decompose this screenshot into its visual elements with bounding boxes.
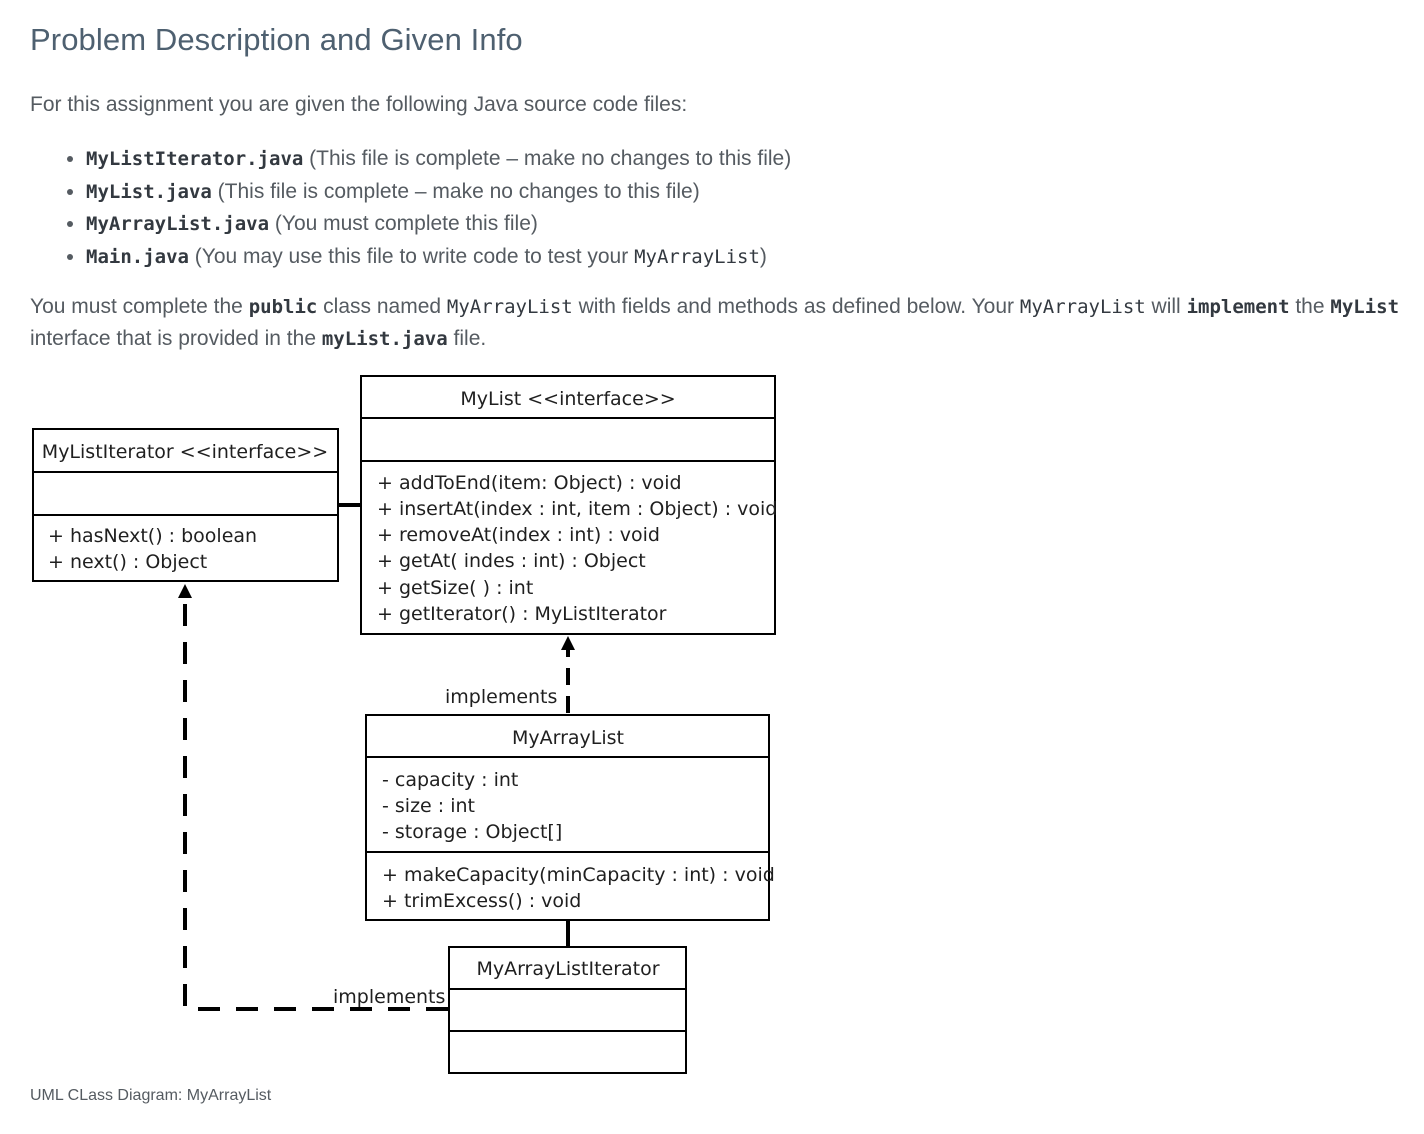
text-span: will xyxy=(1145,295,1187,318)
myarraylist-class-box: MyArrayList - capacity : int - size : in… xyxy=(365,714,775,921)
dashed-line xyxy=(183,598,448,1011)
method-text: + trimExcess() : void xyxy=(382,890,581,912)
field-text: - size : int xyxy=(382,795,475,817)
method-text: + getSize( ) : int xyxy=(377,577,533,599)
method-text: + getAt( indes : int) : Object xyxy=(377,550,646,572)
class-name: MyList <<interface>> xyxy=(460,388,675,410)
method-text: + insertAt(index : int, item : Object) :… xyxy=(377,498,777,520)
association-connectors xyxy=(338,503,570,946)
text-span: file. xyxy=(447,327,487,350)
inline-code: MyArrayList xyxy=(446,296,573,318)
method-text: + next() : Object xyxy=(48,551,207,573)
text-span: interface that is provided in the xyxy=(30,327,322,350)
inline-code: MyArrayList xyxy=(1019,296,1146,318)
arrowhead-icon xyxy=(178,584,192,598)
text-span: the xyxy=(1289,295,1331,318)
method-text: + hasNext() : boolean xyxy=(48,525,257,547)
field-text: - capacity : int xyxy=(382,769,518,791)
description-paragraph: You must complete the public class named… xyxy=(30,291,1400,355)
mylist-class-box: MyList <<interface>> + addToEnd(item: Ob… xyxy=(360,375,777,635)
method-text: + removeAt(index : int) : void xyxy=(377,524,660,546)
myarraylistiterator-class-box: MyArrayListIterator xyxy=(448,946,687,1074)
field-text: - storage : Object[] xyxy=(382,821,562,843)
arrowhead-icon xyxy=(561,636,575,650)
file-name: Main.java xyxy=(86,245,189,268)
file-list: MyListIterator.java (This file is comple… xyxy=(60,143,791,273)
method-text: + addToEnd(item: Object) : void xyxy=(377,472,682,494)
list-item: MyArrayList.java (You must complete this… xyxy=(86,208,791,241)
class-name: MyArrayList xyxy=(512,727,624,749)
inline-code: public xyxy=(248,296,318,318)
list-item: MyList.java (This file is complete – mak… xyxy=(86,176,791,209)
inline-code: MyList xyxy=(1330,296,1400,318)
inline-code: MyArrayList xyxy=(634,245,760,268)
file-note: (You may use this file to write code to … xyxy=(188,244,635,268)
list-item: Main.java (You may use this file to writ… xyxy=(86,241,791,274)
file-note: (This file is complete – make no changes… xyxy=(211,179,700,203)
file-name: MyListIterator.java xyxy=(86,148,304,170)
text-span: class named xyxy=(317,295,447,318)
implements-label: implements xyxy=(333,986,445,1008)
file-name: MyList.java xyxy=(86,180,212,203)
class-name: MyArrayListIterator xyxy=(476,958,659,980)
text-span: You must complete the xyxy=(30,295,249,318)
implements-arrow-iterator xyxy=(178,584,448,1011)
class-name: MyListIterator <<interface>> xyxy=(42,441,328,463)
file-note: (You must complete this file) xyxy=(269,212,538,235)
list-item: MyListIterator.java (This file is comple… xyxy=(86,143,791,176)
inline-code: myList.java xyxy=(321,328,448,350)
method-text: + makeCapacity(minCapacity : int) : void xyxy=(382,864,775,886)
mylistiterator-class-box: MyListIterator <<interface>> + hasNext()… xyxy=(32,428,339,582)
implements-arrow-mylist xyxy=(561,636,575,713)
implements-label: implements xyxy=(445,686,557,708)
inline-code: implement xyxy=(1186,296,1290,318)
file-note-tail: ) xyxy=(759,244,767,268)
intro-paragraph: For this assignment you are given the fo… xyxy=(30,93,688,116)
method-text: + getIterator() : MyListIterator xyxy=(377,603,667,625)
text-span: with fields and methods as defined below… xyxy=(572,295,1020,318)
figure-caption: UML CLass Diagram: MyArrayList xyxy=(30,1087,272,1104)
file-note: (This file is complete – make no changes… xyxy=(303,147,792,170)
page-title: Problem Description and Given Info xyxy=(30,22,523,57)
file-name: MyArrayList.java xyxy=(86,213,270,235)
